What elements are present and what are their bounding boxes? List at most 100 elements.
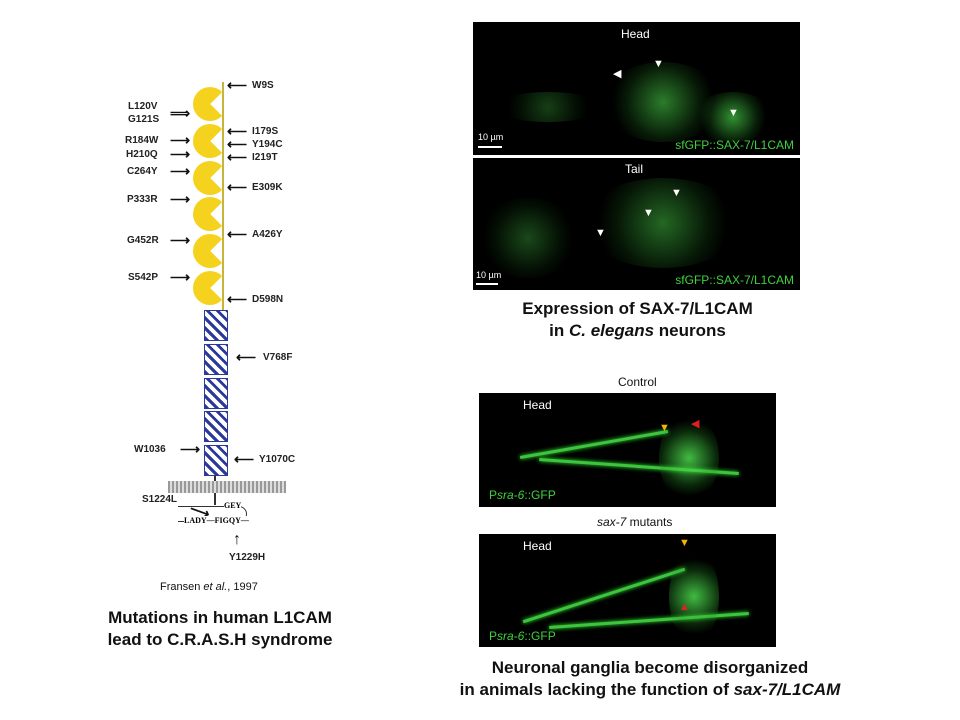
caption-line: in animals lacking the function of sax-7… [390, 679, 910, 701]
arrow-right-icon: ⟶ [170, 232, 191, 248]
mutation-label: I179S [252, 126, 279, 137]
scale-label: 10 µm [478, 132, 504, 142]
arrow-left-icon: ⟵ [227, 291, 248, 307]
mutation-label: D598N [252, 294, 284, 305]
ig-domain [193, 161, 227, 195]
mutant-micrograph: Head ▼ ▲ Psra-6::GFP [479, 534, 776, 647]
arrow-left-icon: ⟵ [234, 451, 255, 467]
reporter-p: P [489, 488, 498, 502]
arrow-right-icon: ⟶ [170, 146, 191, 162]
mutation-label: V768F [263, 352, 293, 363]
arrow-left-icon: ⟵ [227, 136, 248, 152]
mutation-label: P333R [127, 194, 158, 205]
arrow-right-icon: ⟶ [170, 269, 191, 285]
caption-line: in C. elegans neurons [470, 320, 805, 342]
sequence-gey: GEY [224, 501, 242, 510]
mutation-label: Y1070C [259, 454, 296, 465]
mutation-label: A426Y [252, 229, 283, 240]
caption-part: in [549, 321, 569, 340]
tail-micrograph: Tail ▼ ▼ ▼ 10 µm sfGFP::SAX-7/L1CAM [473, 158, 800, 290]
arrow-left-icon: ⟵ [227, 123, 248, 139]
arrowhead-icon: ◀ [613, 68, 622, 80]
reporter-label: sfGFP::SAX-7/L1CAM [675, 138, 794, 152]
mutation-label: G121S [128, 114, 160, 125]
reporter-p: P [489, 629, 498, 643]
arrowhead-icon: ▼ [595, 227, 606, 239]
mutation-label: S1224L [142, 494, 178, 505]
caption-gene: sax-7/L1CAM [733, 680, 841, 699]
sequence-lady: LADY—FIGQY— [184, 516, 249, 525]
ig-domain [193, 271, 227, 305]
fn3-domain [204, 411, 228, 442]
head-micrograph: Head ◀ ▼ ▼ 10 µm sfGFP::SAX-7/L1CAM [473, 22, 800, 155]
mutants-label: sax-7 mutants [597, 515, 672, 529]
arrow-right-icon: ⟹ [170, 105, 191, 121]
arrowhead-icon: ◀ [691, 418, 700, 430]
ig-domain [193, 234, 227, 268]
caption-line: lead to C.R.A.S.H syndrome [107, 630, 333, 649]
membrane [168, 481, 286, 493]
mutant-gene: sax-7 [597, 515, 627, 529]
axon-bundle [549, 612, 749, 629]
citation-author: Fransen [160, 581, 204, 593]
ig-domain [193, 124, 227, 158]
mutation-label: C264Y [127, 166, 158, 177]
caption-line: Neuronal ganglia become disorganized [491, 658, 809, 677]
arrow-right-icon: ⟶ [170, 132, 191, 148]
axon-bundle [519, 429, 669, 460]
reporter-gene: sra-6 [497, 488, 525, 502]
arrowhead-icon: ▼ [653, 58, 664, 70]
reporter-suffix: ::GFP [524, 629, 556, 643]
caption-line: Expression of SAX-7/L1CAM [522, 299, 753, 318]
scale-bar [476, 283, 498, 285]
scale-bar [478, 146, 502, 148]
arrow-left-icon: ⟵ [227, 226, 248, 242]
arrow-up-icon: ↑ [233, 531, 241, 548]
fn3-domain [204, 310, 228, 341]
caption-part: in animals lacking the function of [459, 680, 734, 699]
arrowhead-icon: ▼ [679, 537, 690, 549]
mutation-label: Y194C [252, 139, 283, 150]
fn3-domain [204, 344, 228, 375]
reporter-label: sfGFP::SAX-7/L1CAM [675, 273, 794, 287]
arrow-left-icon: ⟵ [236, 349, 257, 365]
mutation-label: W9S [252, 80, 274, 91]
mutation-label: W1036 [134, 444, 166, 455]
arrow-right-icon: ⟶ [170, 163, 191, 179]
head-label: Head [523, 398, 552, 412]
fn3-domain [204, 445, 228, 476]
fn3-domain [204, 378, 228, 409]
citation-etal: et al. [203, 581, 228, 593]
mutation-label: H210Q [126, 149, 158, 160]
mutation-label: G452R [127, 235, 159, 246]
control-label: Control [618, 375, 657, 389]
mutation-label: S542P [128, 272, 159, 283]
reporter-gene: sra-6 [497, 629, 525, 643]
ig-domain [193, 197, 227, 231]
scale-label: 10 µm [476, 270, 502, 280]
arrowhead-icon: ▼ [659, 422, 670, 434]
reporter-label: Psra-6::GFP [489, 488, 556, 502]
arrow-left-icon: ⟵ [227, 77, 248, 93]
mutation-label: I219T [252, 152, 278, 163]
citation-year: , 1997 [227, 581, 258, 593]
arrowhead-icon: ▼ [643, 207, 654, 219]
reporter-suffix: ::GFP [524, 488, 556, 502]
reporter-label: Psra-6::GFP [489, 629, 556, 643]
ig-domain [193, 87, 227, 121]
mutation-label: Y1229H [229, 552, 266, 563]
axon-bundle [522, 567, 686, 624]
backbone [222, 82, 224, 312]
tail-label: Tail [625, 162, 644, 176]
citation: Fransen et al., 1997 [160, 581, 258, 593]
arrowhead-icon: ▼ [671, 187, 682, 199]
bottom-caption: Neuronal ganglia become disorganized in … [390, 657, 910, 701]
mutation-label: E309K [252, 182, 283, 193]
arrow-right-icon: ⟶ [180, 441, 201, 457]
arrow-left-icon: ⟵ [227, 149, 248, 165]
top-caption: Expression of SAX-7/L1CAM in C. elegans … [470, 298, 805, 342]
caption-part: neurons [654, 321, 726, 340]
head-label: Head [523, 539, 552, 553]
caption-line: Mutations in human L1CAM [108, 608, 332, 627]
caption-species: C. elegans [569, 321, 655, 340]
